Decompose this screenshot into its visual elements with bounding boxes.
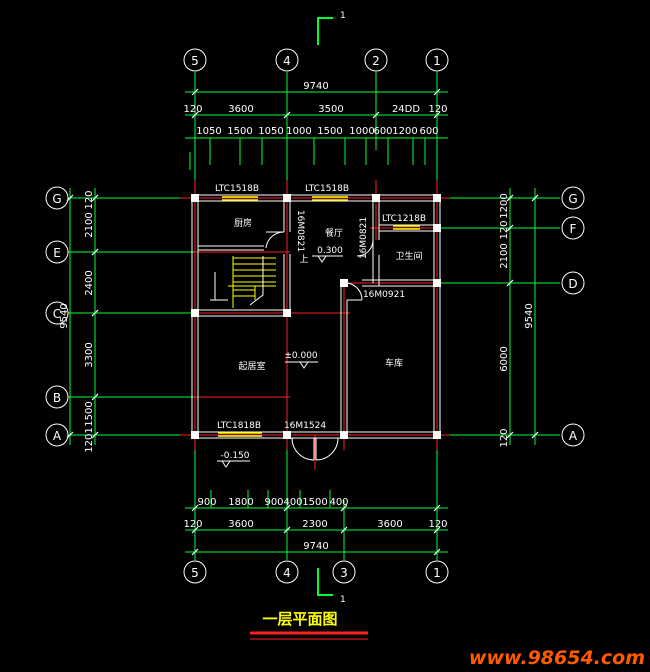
- door-tag-bath: 16M0821: [359, 217, 369, 259]
- dimension-lines: [69, 91, 536, 553]
- dim-bottom-mid-2: 3600: [228, 519, 253, 530]
- dim-bottom-detail-1: 900: [197, 497, 216, 508]
- dim-top-detail-5: 1500: [317, 126, 342, 137]
- section-marks: [317, 17, 333, 596]
- window-tag-living: LTC1818B: [217, 421, 261, 431]
- axis-label-top-4: 1: [433, 54, 441, 68]
- staircase: [228, 256, 276, 308]
- room-living: 起居室: [238, 360, 265, 372]
- axis-label-top-1: 5: [191, 54, 199, 68]
- axis-label-left-5: A: [53, 429, 62, 443]
- dim-top-mid-2: 3600: [228, 104, 253, 115]
- section-mark-bottom-label: 1: [340, 595, 346, 605]
- door-tag-kitchen: 16M0821: [295, 210, 305, 252]
- elevation-outside: -0.150: [220, 451, 249, 461]
- dim-left-total: 9540: [59, 303, 70, 328]
- elevation-dining: 0.300: [317, 246, 343, 256]
- dim-right-total: 9540: [524, 303, 535, 328]
- walls: [191, 194, 441, 439]
- door-tag-garage: 16M0921: [363, 290, 405, 300]
- axis-label-left-3: C: [53, 307, 61, 321]
- watermark: www.98654.com: [469, 647, 645, 669]
- dim-top-detail-6: 1000: [349, 126, 374, 137]
- dim-bottom-detail-4: 400: [283, 497, 302, 508]
- dim-top-total: 9740: [303, 81, 328, 92]
- dim-bottom-detail-6: 400: [329, 497, 348, 508]
- dim-left-seg-3: 2400: [84, 270, 95, 295]
- axis-label-top-3: 2: [372, 54, 380, 68]
- dim-bottom-mid-5: 120: [428, 519, 447, 530]
- axis-label-bottom-3: 3: [340, 566, 348, 580]
- window-tag-kitchen: LTC1518B: [215, 184, 259, 194]
- stair-up-label: 上: [299, 254, 308, 265]
- dim-left-seg-2: 2100: [84, 212, 95, 237]
- dim-bottom-mid-4: 3600: [377, 519, 402, 530]
- stair-arrow: [210, 256, 264, 306]
- dim-left-seg-6: 1201: [84, 427, 95, 452]
- dimension-ticks: [66, 88, 539, 556]
- dim-bottom-mid-3: 2300: [302, 519, 327, 530]
- axis-label-right-3: D: [568, 277, 577, 291]
- dim-top-mid-4: 24DD: [392, 104, 420, 115]
- dim-top-mid-5: 120: [428, 104, 447, 115]
- dim-left-seg-4: 3300: [84, 342, 95, 367]
- dim-top-detail-1: 1050: [196, 126, 221, 137]
- axis-label-left-2: E: [53, 246, 61, 260]
- elevation-living: ±0.000: [284, 351, 318, 361]
- dim-top-mid-3: 3500: [318, 104, 343, 115]
- windows: [218, 196, 420, 437]
- axis-label-right-1: G: [568, 192, 577, 206]
- dim-right-seg-2: 120: [499, 220, 510, 239]
- doors: [265, 231, 374, 461]
- axis-label-left-4: B: [53, 391, 61, 405]
- room-dining: 餐厅: [325, 227, 343, 239]
- dim-top-detail-8: 1200: [392, 126, 417, 137]
- dim-left-seg-1: 120: [84, 190, 95, 209]
- dim-bottom-detail-2: 1800: [228, 497, 253, 508]
- axis-label-bottom-4: 1: [433, 566, 441, 580]
- columns: [191, 194, 441, 439]
- dim-bottom-detail-3: 900: [264, 497, 283, 508]
- axis-label-left-1: G: [52, 192, 61, 206]
- dim-bottom-detail-5: 1500: [302, 497, 327, 508]
- dim-top-detail-7: 600: [373, 126, 392, 137]
- dim-top-detail-9: 600: [419, 126, 438, 137]
- room-garage: 车库: [385, 357, 403, 369]
- dim-right-seg-1: 1200: [499, 193, 510, 218]
- dim-right-seg-5: 120: [499, 428, 510, 447]
- dim-left-seg-5: 1500: [84, 401, 95, 426]
- room-bathroom: 卫生间: [395, 250, 422, 262]
- dim-bottom-mid-1: 120: [183, 519, 202, 530]
- room-kitchen: 厨房: [234, 217, 252, 229]
- axis-label-bottom-2: 4: [283, 566, 291, 580]
- dim-right-seg-4: 6000: [499, 346, 510, 371]
- dim-right-seg-3: 2100: [499, 243, 510, 268]
- door-tag-entry: 16M1524: [284, 421, 326, 431]
- elevation-markers: [217, 255, 343, 468]
- dim-top-detail-3: 1050: [258, 126, 283, 137]
- axis-label-bottom-1: 5: [191, 566, 199, 580]
- dim-top-detail-2: 1500: [227, 126, 252, 137]
- window-tag-bath: LTC1218B: [382, 214, 426, 224]
- dim-top-detail-4: 1000: [286, 126, 311, 137]
- axis-label-right-4: A: [569, 429, 578, 443]
- drawing-title: 一层平面图: [262, 610, 337, 628]
- axis-bubbles: [45, 48, 585, 584]
- axis-label-top-2: 4: [283, 54, 291, 68]
- dim-top-mid-1: 120: [183, 104, 202, 115]
- section-mark-top-label: 1: [340, 11, 346, 21]
- dim-bottom-total: 9740: [303, 541, 328, 552]
- window-tag-dining: LTC1518B: [305, 184, 349, 194]
- axis-label-right-2: F: [570, 222, 577, 236]
